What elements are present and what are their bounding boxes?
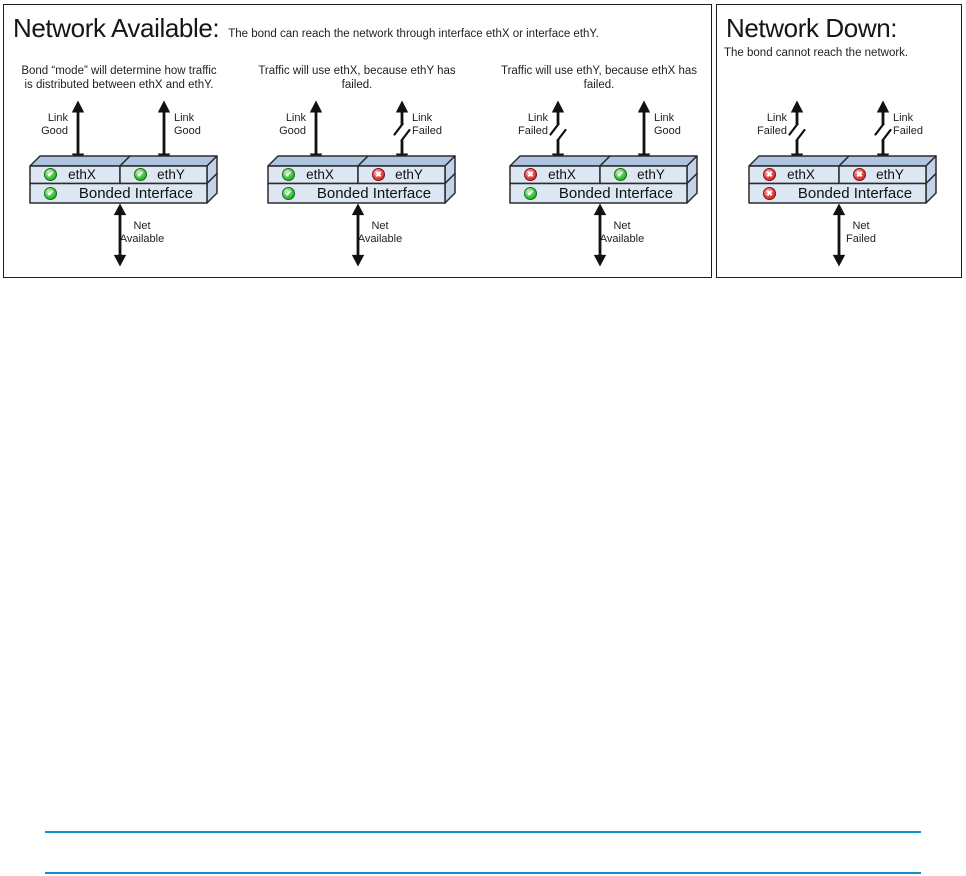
net-word: Net xyxy=(371,220,389,232)
right-link-label: Link Good xyxy=(654,112,712,138)
ethx-status-icon: ✖ xyxy=(763,168,776,181)
ethx-status-icon: ✖ xyxy=(524,168,537,181)
caption-line-1: Bond “mode” will determine how traffic xyxy=(21,65,217,77)
right-link-label: Link Failed xyxy=(412,112,470,138)
link-state-word: Failed xyxy=(893,125,923,137)
left-link-label: Link Good xyxy=(4,112,68,138)
status-glyph: ✔ xyxy=(282,187,295,200)
bonded-interface-label: Bonded Interface xyxy=(316,185,432,202)
link-state-word: Good xyxy=(41,125,68,137)
status-glyph: ✔ xyxy=(44,168,57,181)
net-word: Net xyxy=(852,220,870,232)
bonded-interface-label: Bonded Interface xyxy=(78,185,194,202)
diagram-caption: Bond “mode” will determine how traffic i… xyxy=(6,64,232,92)
caption-line-1: Traffic will use ethX, because ethY has xyxy=(258,65,456,77)
bond-status-icon: ✖ xyxy=(763,187,776,200)
link-word: Link xyxy=(47,112,68,124)
ethy-label: ethY xyxy=(157,167,185,182)
net-state-word: Failed xyxy=(846,233,876,245)
diagram-ethy-failed: Traffic will use ethX, because ethY has … xyxy=(242,60,472,272)
diagram-bond-mode: Bond “mode” will determine how traffic i… xyxy=(4,60,234,272)
diagram-caption: Traffic will use ethX, because ethY has … xyxy=(244,64,470,92)
status-glyph: ✖ xyxy=(853,168,866,181)
down-panel-subtitle: The bond cannot reach the network. xyxy=(724,47,909,59)
status-glyph: ✖ xyxy=(372,168,385,181)
caption-line-2: failed. xyxy=(583,79,615,91)
ethx-status-icon: ✔ xyxy=(44,168,57,181)
ethx-status-icon: ✔ xyxy=(282,168,295,181)
net-label: Net Available xyxy=(112,220,172,246)
available-panel-subtitle: The bond can reach the network through i… xyxy=(228,28,599,40)
net-word: Net xyxy=(613,220,631,232)
bond-status-icon: ✔ xyxy=(282,187,295,200)
ethx-label: ethX xyxy=(68,167,96,182)
link-state-word: Good xyxy=(279,125,306,137)
caption-line-2: is distributed between ethX and ethY. xyxy=(24,79,214,91)
bonded-interface-label: Bonded Interface xyxy=(558,185,674,202)
down-panel-title: Network Down: xyxy=(726,13,898,43)
link-state-word: Good xyxy=(174,125,201,137)
link-state-word: Failed xyxy=(412,125,442,137)
link-word: Link xyxy=(527,112,548,124)
panel-network-down: Network Down: The bond cannot reach the … xyxy=(716,4,962,278)
net-state-word: Available xyxy=(357,233,403,245)
status-glyph: ✔ xyxy=(134,168,147,181)
down-panel-header: Network Down: xyxy=(726,13,897,44)
ethx-label: ethX xyxy=(306,167,334,182)
link-word: Link xyxy=(285,112,306,124)
ethy-status-icon: ✖ xyxy=(372,168,385,181)
bond-status-icon: ✔ xyxy=(44,187,57,200)
link-word: Link xyxy=(654,112,675,124)
footer-divider-line-bottom xyxy=(45,872,921,874)
ethy-label: ethY xyxy=(876,167,904,182)
status-glyph: ✖ xyxy=(763,168,776,181)
net-label: Net Available xyxy=(592,220,652,246)
net-word: Net xyxy=(133,220,151,232)
bonded-interface-label: Bonded Interface xyxy=(797,185,913,202)
status-glyph: ✔ xyxy=(44,187,57,200)
link-word: Link xyxy=(766,112,787,124)
caption-line-2: failed. xyxy=(341,79,373,91)
link-state-word: Failed xyxy=(757,125,787,137)
diagram-network-down: Link Failed Link Failed ✖ ✖ ✖ ethX ethY … xyxy=(723,60,953,272)
footer-divider-line-top xyxy=(45,831,921,833)
net-state-word: Available xyxy=(599,233,645,245)
net-state-word: Available xyxy=(119,233,165,245)
ethy-label: ethY xyxy=(637,167,665,182)
right-link-label: Link Failed xyxy=(893,112,951,138)
ethx-label: ethX xyxy=(548,167,576,182)
link-word: Link xyxy=(412,112,433,124)
bond-status-icon: ✔ xyxy=(524,187,537,200)
link-state-word: Good xyxy=(654,125,681,137)
left-link-label: Link Good xyxy=(242,112,306,138)
diagram-ethx-failed: Traffic will use ethY, because ethX has … xyxy=(484,60,714,272)
status-glyph: ✖ xyxy=(763,187,776,200)
status-glyph: ✔ xyxy=(614,168,627,181)
link-state-word: Failed xyxy=(518,125,548,137)
ethx-label: ethX xyxy=(787,167,815,182)
diagram-caption: Traffic will use ethY, because ethX has … xyxy=(486,64,712,92)
ethy-status-icon: ✖ xyxy=(853,168,866,181)
link-word: Link xyxy=(893,112,914,124)
right-link-label: Link Good xyxy=(174,112,232,138)
ethy-status-icon: ✔ xyxy=(134,168,147,181)
available-panel-header: Network Available: The bond can reach th… xyxy=(13,13,599,44)
available-panel-title: Network Available: xyxy=(13,13,220,43)
status-glyph: ✖ xyxy=(524,168,537,181)
ethy-label: ethY xyxy=(395,167,423,182)
link-word: Link xyxy=(174,112,195,124)
left-link-label: Link Failed xyxy=(484,112,548,138)
caption-line-1: Traffic will use ethY, because ethX has xyxy=(500,65,698,77)
status-glyph: ✔ xyxy=(282,168,295,181)
ethy-status-icon: ✔ xyxy=(614,168,627,181)
status-glyph: ✔ xyxy=(524,187,537,200)
net-label: Net Failed xyxy=(831,220,891,246)
left-link-label: Link Failed xyxy=(723,112,787,138)
net-label: Net Available xyxy=(350,220,410,246)
